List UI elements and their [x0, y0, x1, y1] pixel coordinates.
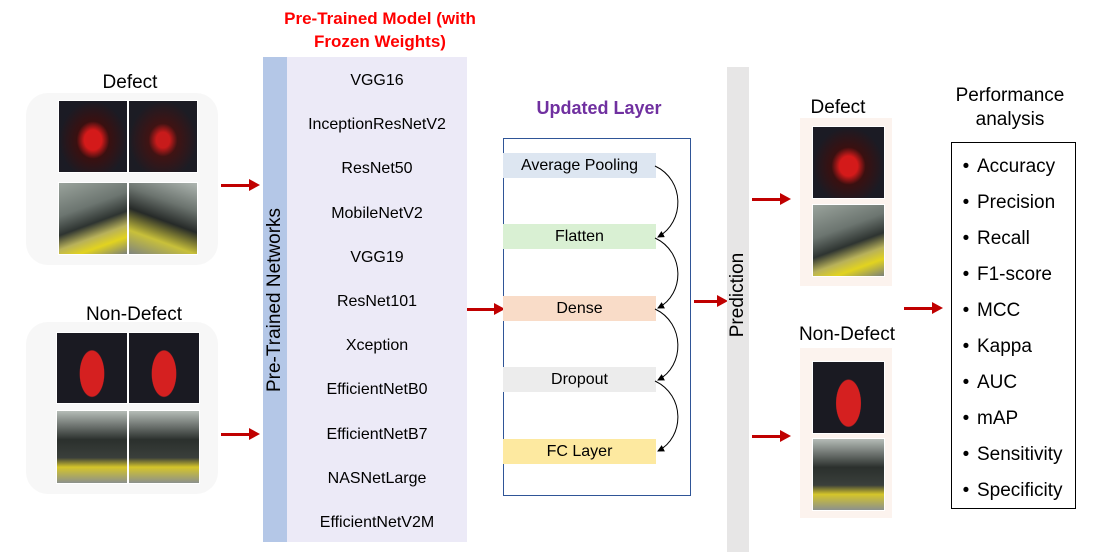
- arc-avgpool-flatten: [654, 165, 679, 238]
- updated-layer-title: Updated Layer: [536, 98, 662, 118]
- input-defect-panel: [26, 93, 218, 265]
- model-item: EfficientNetB0: [326, 381, 428, 399]
- performance-metrics-box: •Accuracy•Precision•Recall•F1-score•MCC•…: [951, 142, 1076, 509]
- input-non-defect-panel: [26, 322, 218, 494]
- updated-layer-item: FC Layer: [503, 439, 656, 464]
- bullet-icon: •: [962, 192, 970, 213]
- arrow-to-performance: [904, 302, 943, 314]
- pretrained-title-line1: Pre-Trained Model (with: [284, 9, 476, 28]
- prediction-defect-panel: [800, 118, 892, 286]
- defect-image-1: [58, 100, 128, 173]
- metric-item: •MCC: [952, 300, 1021, 322]
- performance-title: Performance analysis: [940, 84, 1080, 132]
- bullet-icon: •: [962, 444, 970, 465]
- updated-layer-item: Average Pooling: [503, 153, 656, 178]
- model-item: EfficientNetB7: [326, 425, 428, 443]
- updated-layer-item: Flatten: [503, 224, 656, 249]
- updated-layer-item: Dense: [503, 296, 656, 321]
- model-item: ResNet101: [336, 293, 418, 310]
- metric-item: •Precision: [952, 192, 1055, 214]
- input-non-defect-label: Non-Defect: [85, 304, 183, 325]
- pretrained-networks-label: Pre-Trained Networks: [264, 207, 285, 393]
- non-defect-image-2: [128, 332, 200, 404]
- prediction-band: Prediction: [727, 67, 749, 552]
- non-defect-image-4: [128, 410, 200, 484]
- arrow-prediction-to-defect: [752, 193, 791, 205]
- prediction-non-defect-panel: [800, 348, 892, 518]
- arrow-updated-to-prediction: [694, 295, 728, 307]
- bullet-icon: •: [962, 336, 970, 357]
- model-item: VGG19: [350, 248, 404, 266]
- performance-title-line1: Performance: [955, 85, 1065, 106]
- metric-item: •Recall: [952, 228, 1030, 250]
- defect-image-2: [128, 100, 198, 173]
- arrow-non-defect-to-model: [221, 428, 260, 440]
- arrow-model-to-updated: [467, 303, 505, 315]
- updated-layer-item: Dropout: [503, 367, 656, 392]
- model-item: InceptionResNetV2: [308, 116, 446, 134]
- defect-image-3: [58, 182, 128, 255]
- model-item: MobileNetV2: [331, 204, 423, 222]
- arc-flatten-dense: [654, 237, 679, 309]
- prediction-non-defect-image-1: [812, 361, 885, 434]
- pretrained-title: Pre-Trained Model (with Frozen Weights): [250, 7, 510, 53]
- arc-dense-dropout: [654, 308, 679, 381]
- bullet-icon: •: [962, 408, 970, 429]
- bullet-icon: •: [962, 264, 970, 285]
- prediction-label: Prediction: [727, 252, 748, 338]
- metric-item: •mAP: [952, 408, 1019, 430]
- model-item: NASNetLarge: [327, 469, 427, 487]
- metric-item: •Specificity: [952, 480, 1063, 502]
- metric-item: •Sensitivity: [952, 444, 1063, 466]
- bullet-icon: •: [962, 372, 970, 393]
- model-item: EfficientNetV2M: [319, 514, 435, 531]
- metric-item: •AUC: [952, 372, 1017, 394]
- bullet-icon: •: [962, 156, 970, 177]
- performance-title-line2: analysis: [975, 109, 1045, 130]
- metric-item: •Kappa: [952, 336, 1032, 358]
- metric-item: •Accuracy: [952, 156, 1055, 178]
- non-defect-image-1: [56, 332, 128, 404]
- arc-dropout-fc: [654, 380, 679, 452]
- prediction-defect-image-1: [812, 126, 885, 199]
- input-defect-label: Defect: [102, 72, 158, 93]
- pretrained-networks-band: Pre-Trained Networks: [263, 57, 287, 542]
- prediction-defect-image-2: [812, 204, 885, 277]
- bullet-icon: •: [962, 228, 970, 249]
- prediction-non-defect-image-2: [812, 438, 885, 511]
- arrow-prediction-to-non-defect: [752, 430, 791, 442]
- model-item: VGG16: [350, 72, 404, 89]
- layer-flow-arcs: [654, 165, 679, 452]
- non-defect-image-3: [56, 410, 128, 484]
- pretrained-title-line2: Frozen Weights): [314, 32, 446, 51]
- bullet-icon: •: [962, 480, 970, 501]
- metric-item: •F1-score: [952, 264, 1052, 286]
- model-item: Xception: [345, 337, 409, 355]
- bullet-icon: •: [962, 300, 970, 321]
- prediction-non-defect-label: Non-Defect: [798, 324, 896, 345]
- arrow-defect-to-model: [221, 179, 260, 191]
- defect-image-4: [128, 182, 198, 255]
- prediction-defect-label: Defect: [810, 97, 866, 118]
- model-item: ResNet50: [341, 160, 413, 178]
